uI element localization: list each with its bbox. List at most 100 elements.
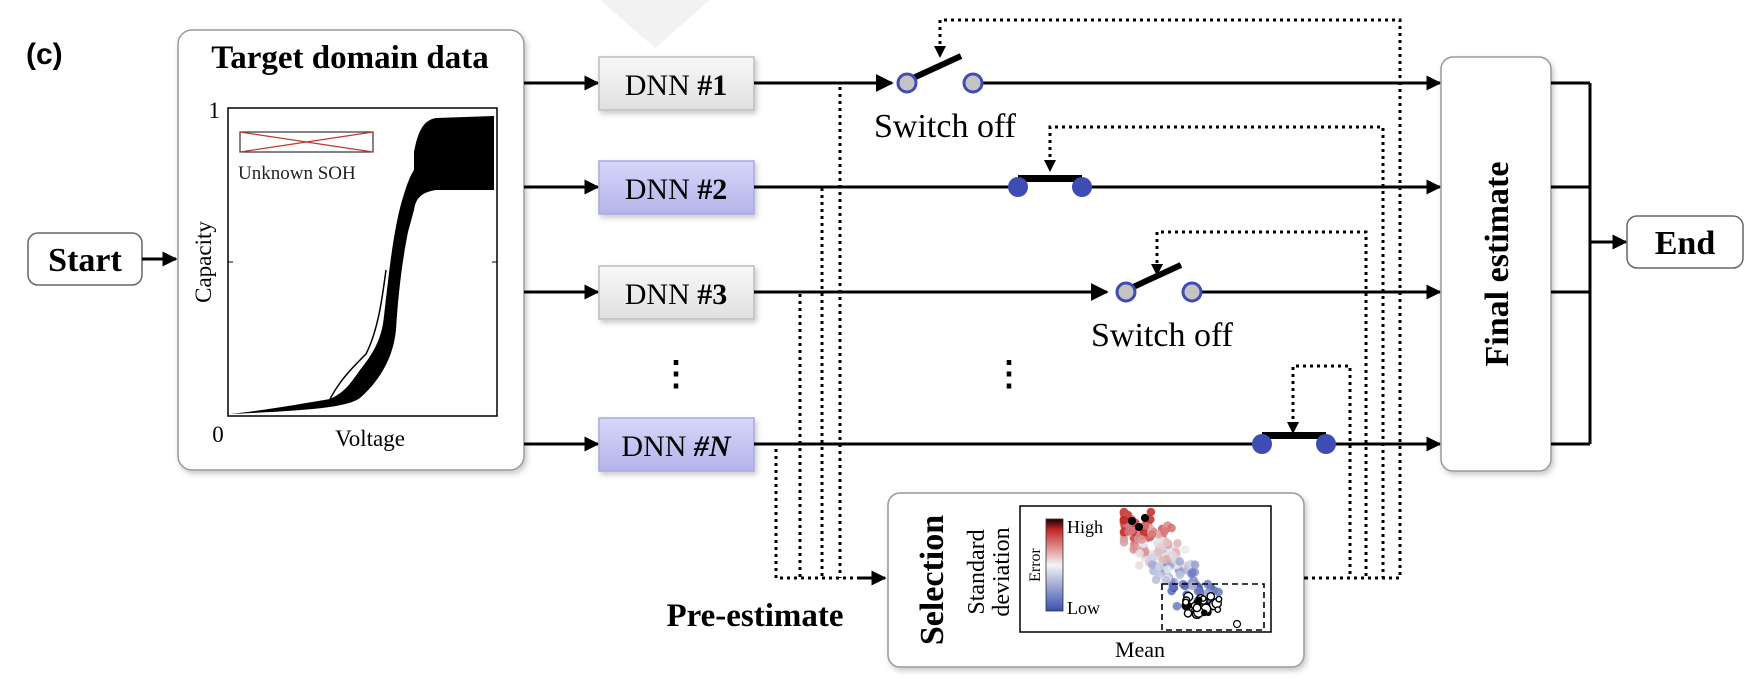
pre-estimate-lines	[760, 81, 884, 580]
scatter-point	[1175, 557, 1184, 566]
selection-y-label-1: Standard	[964, 529, 990, 614]
scatter-point	[1172, 601, 1182, 611]
scatter-point	[1190, 560, 1200, 569]
scatter-point	[1162, 538, 1172, 547]
scatter-point-outlier	[1127, 516, 1137, 526]
y-axis-label: Capacity	[191, 221, 216, 303]
scatter-point	[1181, 545, 1190, 554]
scatter-point	[1151, 575, 1161, 585]
scatter-point-outlier	[1140, 513, 1150, 523]
scatter-point	[1119, 507, 1129, 517]
panel-label: (c)	[26, 38, 63, 71]
target-title: Target domain data	[211, 40, 488, 76]
dnn-node-2: DNN #2	[598, 160, 755, 215]
switch-1-open	[896, 53, 984, 94]
capacity-curve-outlier	[329, 269, 387, 400]
svg-text:DNN #3: DNN #3	[625, 278, 728, 311]
switch-1-label: Switch off	[874, 108, 1017, 145]
dnn-2-id: #2	[697, 173, 727, 206]
selection-title: Selection	[914, 515, 951, 645]
scatter-point-outlier	[1134, 522, 1144, 532]
dnn-2-prefix: DNN	[625, 173, 698, 206]
scatter-point-selected	[1183, 609, 1193, 618]
dnn-n-id: #N	[693, 430, 732, 463]
scatter-point	[1124, 527, 1133, 536]
unknown-soh-legend: Unknown SOH	[238, 131, 374, 184]
scatter-point	[1188, 581, 1198, 591]
selection-y-label-2: deviation	[989, 527, 1015, 616]
dnn-1-prefix: DNN	[625, 69, 698, 102]
scatter-point	[1153, 547, 1163, 557]
scatter-point	[1214, 587, 1223, 597]
selected-region	[1161, 583, 1265, 631]
scatter-point	[1137, 535, 1146, 544]
target-domain-box: Target domain data Unknown SOH 1 0 Volta…	[177, 29, 525, 471]
start-label: Start	[48, 242, 122, 279]
scatter-point-outlier	[1232, 619, 1242, 629]
start-node: Start	[27, 232, 143, 286]
scatter-point	[1139, 528, 1149, 537]
control-lines	[938, 18, 1402, 580]
merge-lines	[1551, 81, 1592, 446]
x-axis-label: Voltage	[335, 426, 405, 451]
scatter-point	[1158, 555, 1167, 565]
scatter-point	[1147, 529, 1157, 539]
end-node: End	[1626, 215, 1744, 269]
dnn-n-prefix: DNN	[621, 430, 694, 463]
colorbar-label: Error	[1027, 547, 1044, 581]
switch-3-open	[1115, 262, 1203, 303]
capacity-curves	[229, 116, 494, 414]
scatter-point	[1155, 562, 1164, 571]
dnn-1-id: #1	[697, 69, 727, 102]
switch-n-closed	[1252, 432, 1336, 454]
svg-text:DNN #2: DNN #2	[625, 173, 728, 206]
scatter-point	[1147, 560, 1157, 569]
scatter-point	[1119, 515, 1129, 525]
origin-tick: 0	[212, 422, 224, 447]
dnn-ellipsis: ⋮	[659, 356, 693, 393]
switch-2-closed	[1008, 175, 1092, 197]
scatter-point-selected	[1192, 603, 1202, 613]
scatter-point	[1135, 561, 1144, 570]
scatter-point	[1173, 539, 1182, 548]
pre-estimate-label: Pre-estimate	[666, 598, 843, 634]
scatter-point	[1161, 576, 1171, 585]
switch-ellipsis: ⋮	[992, 356, 1026, 393]
background-shape	[600, 0, 710, 48]
scatter-point	[1163, 565, 1172, 574]
scatter-point	[1167, 523, 1176, 533]
svg-text:DNN #1: DNN #1	[625, 69, 728, 102]
scatter-point	[1160, 527, 1169, 536]
control-arrowheads	[934, 46, 1299, 434]
colorbar-low: Low	[1067, 598, 1100, 618]
scatter-point-selected	[1182, 598, 1190, 606]
selection-box: Selection Standard deviation Mean Error …	[887, 492, 1305, 668]
selection-x-label: Mean	[1115, 637, 1165, 662]
scatter-point	[1146, 507, 1156, 517]
scatter-point-selected	[1206, 592, 1216, 601]
input-arrows	[524, 75, 600, 452]
error-colorbar	[1045, 518, 1064, 612]
colorbar-high: High	[1067, 517, 1103, 537]
dnn-node-1: DNN #1	[598, 56, 755, 111]
scatter-point-selected	[1215, 595, 1223, 603]
dnn-node-n: DNN #N	[598, 417, 755, 472]
final-estimate-box: Final estimate	[1440, 56, 1552, 472]
scatter-point-selected	[1200, 609, 1208, 617]
capacity-voltage-plot: Unknown SOH 1 0 Voltage Capacity	[191, 98, 498, 451]
switch-3-label: Switch off	[1091, 317, 1234, 354]
y-tick-top: 1	[209, 98, 221, 123]
svg-text:DNN #N: DNN #N	[621, 430, 732, 463]
legend-label: Unknown SOH	[238, 163, 356, 184]
dnn-node-3: DNN #3	[598, 265, 755, 320]
scatter-point	[1135, 549, 1144, 558]
dnn-3-prefix: DNN	[625, 278, 698, 311]
scatter-point-selected	[1195, 596, 1203, 604]
scatter-point	[1175, 570, 1185, 580]
final-estimate-label: Final estimate	[1479, 162, 1516, 367]
dnn-3-id: #3	[697, 278, 727, 311]
end-label: End	[1655, 225, 1716, 262]
scatter-point-selected	[1214, 606, 1222, 613]
scatter-point	[1168, 550, 1178, 560]
